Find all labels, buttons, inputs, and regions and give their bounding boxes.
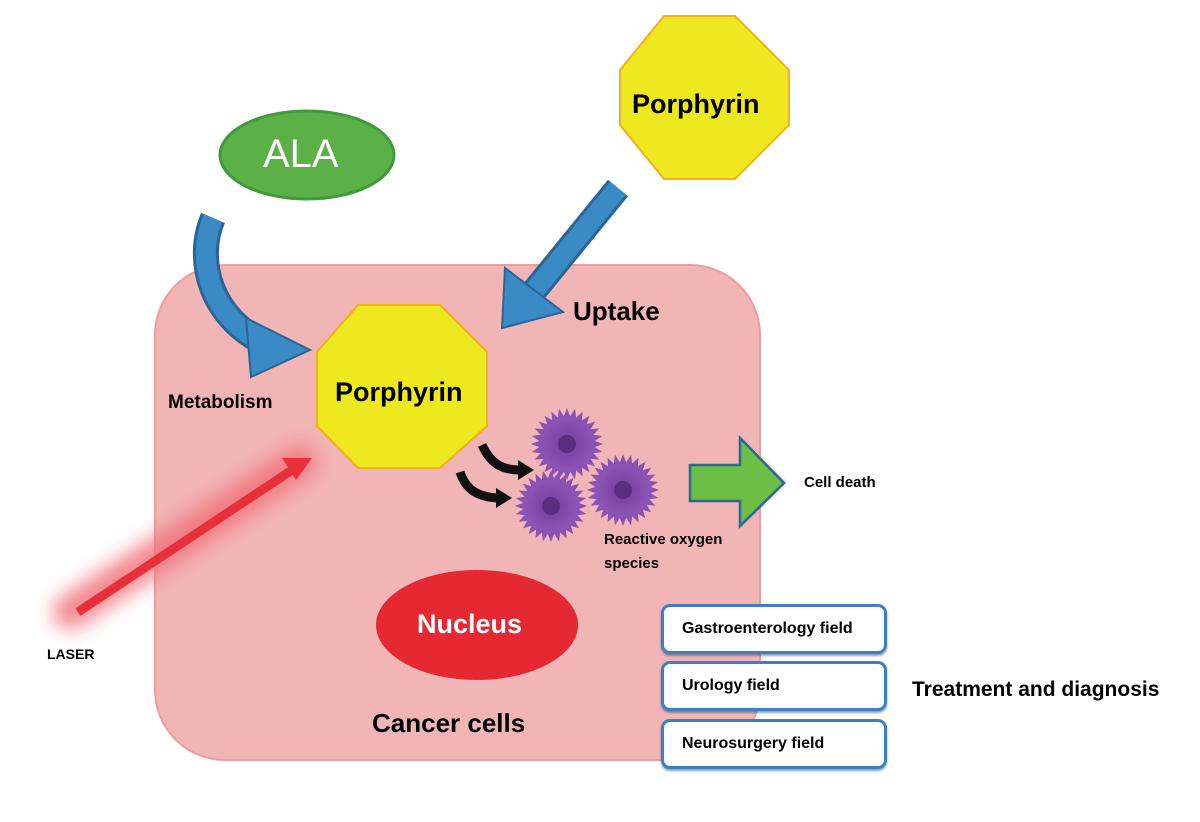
metabolism-arrow [192, 212, 313, 379]
field-box-urology: Urology field [661, 661, 887, 711]
ros-label-line1: Reactive oxygen [604, 531, 723, 548]
porphyrin-external-label: Porphyrin [632, 89, 760, 119]
ros-particle-core [614, 481, 632, 499]
ros-particle-core [558, 435, 576, 453]
reaction-arrows [455, 442, 534, 508]
ros-label-line2: species [604, 555, 660, 572]
laser-label: LASER [47, 646, 95, 662]
porphyrin-internal-label: Porphyrin [335, 377, 463, 407]
ala-node [218, 109, 396, 201]
cancer-cells-label: Cancer cells [372, 708, 526, 738]
field-box-neurosurgery: Neurosurgery field [661, 719, 887, 769]
porphyrin-internal-node [316, 304, 488, 469]
ros-particles [515, 408, 659, 542]
cell-death-label: Cell death [804, 474, 876, 491]
field-label: Gastroenterology field [682, 620, 853, 637]
ala-label: ALA [263, 132, 339, 176]
porphyrin-external-node [619, 15, 790, 180]
ros-particle-core [542, 497, 560, 515]
uptake-label: Uptake [573, 296, 660, 326]
cell-death-arrow [688, 434, 786, 529]
field-label: Urology field [682, 677, 780, 694]
laser-beam [53, 445, 317, 629]
cancer-cell [154, 264, 761, 761]
field-box-gastroenterology: Gastroenterology field [661, 604, 887, 654]
metabolism-label: Metabolism [168, 392, 273, 413]
treatment-diagnosis-label: Treatment and diagnosis [912, 678, 1160, 701]
nucleus [376, 570, 578, 680]
field-label: Neurosurgery field [682, 735, 825, 752]
uptake-arrow [500, 179, 629, 330]
nucleus-label: Nucleus [417, 609, 523, 639]
